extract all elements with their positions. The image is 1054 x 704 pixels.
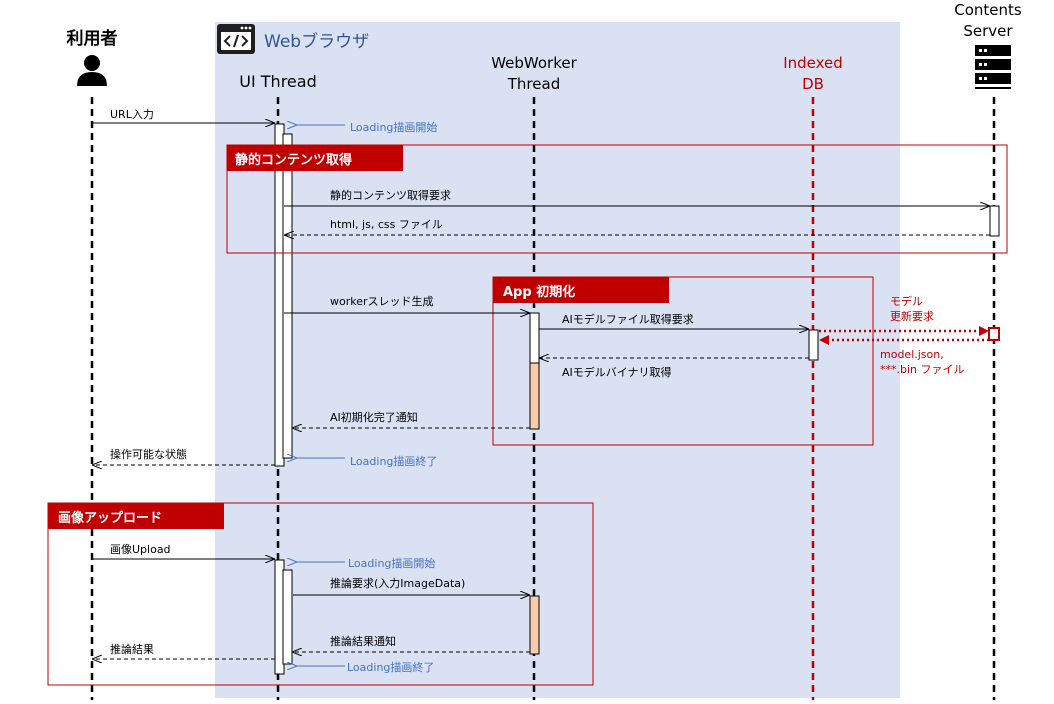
label-model-files-line2: ***.bin ファイル xyxy=(880,363,965,376)
label-model-update-line1: モデル xyxy=(890,294,923,308)
label-inference-result-notify: 推論結果通知 xyxy=(330,634,396,648)
frame-app-init-label: App 初期化 xyxy=(503,284,575,300)
label-model-update-line2: 更新要求 xyxy=(890,309,934,323)
frame-app-init-label-bg xyxy=(493,277,669,303)
activation-worker-binary xyxy=(529,362,540,430)
code-window-icon xyxy=(217,24,255,54)
participant-contents-line1: Contents xyxy=(954,1,1022,19)
participant-indexeddb-line1: Indexed xyxy=(783,54,843,72)
activation-ui-inner xyxy=(282,133,293,459)
label-url-input: URL入力 xyxy=(110,108,154,121)
label-model-files-line1: model.json, xyxy=(880,348,944,361)
browser-title: Webブラウザ xyxy=(264,31,369,52)
activation-worker-inference xyxy=(529,595,540,655)
label-ai-binary-fetch: AIモデルバイナリ取得 xyxy=(562,365,672,379)
label-static-request: 静的コンテンツ取得要求 xyxy=(330,188,451,202)
frame-image-upload-label-bg xyxy=(48,503,224,529)
label-inference-result: 推論結果 xyxy=(110,642,154,656)
participant-webworker-line2: Thread xyxy=(507,75,560,93)
participant-user: 利用者 xyxy=(67,28,118,49)
label-static-response: html, js, css ファイル xyxy=(330,218,443,231)
frame-app-init xyxy=(492,276,874,446)
activation-contents-server xyxy=(989,205,1000,237)
frame-image-upload-label: 画像アップロード xyxy=(58,510,162,526)
activation-ui-upload-inner xyxy=(282,569,293,665)
activation-indexeddb xyxy=(808,329,819,361)
label-worker-create: workerスレッド生成 xyxy=(330,294,434,308)
participant-ui-thread: UI Thread xyxy=(239,72,316,91)
label-loading-end-2: Loading描画終了 xyxy=(347,660,434,674)
participant-contents-line2: Server xyxy=(963,22,1013,40)
participant-indexeddb-line2: DB xyxy=(802,75,824,93)
label-loading-start-1: Loading描画開始 xyxy=(350,120,437,134)
server-stack-icon xyxy=(975,45,1011,89)
label-operable: 操作可能な状態 xyxy=(110,447,187,461)
person-icon xyxy=(77,55,107,86)
frame-static-contents-label-bg xyxy=(227,145,403,171)
label-ai-model-request: AIモデルファイル取得要求 xyxy=(562,312,694,326)
activation-worker-init xyxy=(529,312,540,364)
label-loading-start-2: Loading描画開始 xyxy=(348,556,435,570)
label-inference-request: 推論要求(入力ImageData) xyxy=(330,576,465,590)
frame-static-contents-label: 静的コンテンツ取得 xyxy=(235,152,352,168)
frame-image-upload xyxy=(47,502,594,686)
label-ai-init-done: AI初期化完了通知 xyxy=(330,410,418,424)
participant-webworker-line1: WebWorker xyxy=(491,54,577,72)
frame-static-contents xyxy=(226,144,1008,254)
label-image-upload: 画像Upload xyxy=(110,543,171,556)
browser-region xyxy=(215,22,900,698)
contents-server-endpoint xyxy=(988,327,1000,341)
label-loading-end-1: Loading描画終了 xyxy=(350,454,437,468)
